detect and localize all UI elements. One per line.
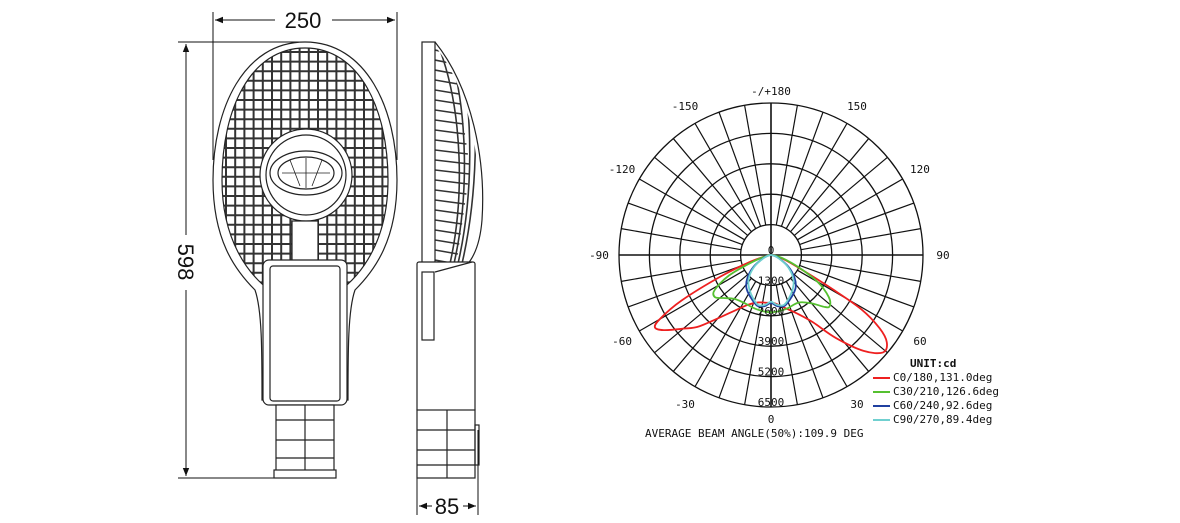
heatsink-fin [435, 239, 460, 245]
heatsink-fin [435, 79, 458, 85]
beam-angle-footer: AVERAGE BEAM ANGLE(50%):109.9 DEG [645, 427, 864, 440]
heatsink-fin [435, 249, 458, 255]
angle-spoke [797, 178, 903, 241]
depth-dimension: 85 [416, 430, 479, 519]
angle-spoke [672, 138, 752, 233]
angle-spoke [793, 156, 888, 236]
polar-grid [618, 102, 924, 408]
angle-spoke [790, 277, 870, 372]
heatsink-fin [435, 109, 463, 115]
heatsink-fin [435, 129, 466, 135]
legend-entry: C60/240,92.6deg [893, 399, 992, 412]
front-view [212, 41, 398, 479]
heatsink-fin [439, 49, 461, 273]
angle-spoke [621, 259, 742, 282]
heatsink-fin [435, 219, 463, 225]
angle-spoke [800, 259, 921, 282]
angle-spoke [621, 228, 742, 251]
angle-spoke [694, 281, 757, 387]
height-value: 598 [173, 244, 198, 281]
heatsink-fin [435, 169, 470, 175]
angle-spoke [744, 105, 767, 226]
angle-label: 0 [768, 413, 775, 426]
angle-spoke [672, 277, 752, 372]
heatsink-fin [435, 209, 464, 215]
width-dimension: 250 [212, 8, 398, 160]
heatsink-fin [435, 229, 461, 235]
angle-label: -150 [672, 100, 699, 113]
heatsink-fin [435, 89, 460, 95]
angle-spoke [790, 138, 870, 233]
angle-spoke [780, 111, 824, 227]
heatsink-fin [435, 199, 466, 205]
legend-entry: C30/210,126.6deg [893, 385, 999, 398]
radial-tick-label: 0 [768, 244, 775, 257]
angle-label: 120 [910, 163, 930, 176]
angle-spoke [785, 123, 848, 229]
angle-label: 30 [850, 398, 863, 411]
angle-label: -120 [609, 163, 636, 176]
angle-spoke [694, 123, 757, 229]
height-dimension: 598 [173, 41, 300, 479]
angle-label: -30 [675, 398, 695, 411]
angle-label: -90 [589, 249, 609, 262]
angle-spoke [627, 264, 743, 308]
intensity-curve [712, 254, 832, 314]
radial-tick-label: 2600 [758, 305, 785, 318]
intensity-curve [747, 254, 795, 307]
angle-spoke [639, 269, 745, 332]
angle-label: 150 [847, 100, 867, 113]
angle-spoke [639, 178, 745, 241]
polar-labels: -/+180 150 -150 120 -120 90 -90 60 -60 30 -30 0 0 130… [589, 85, 950, 426]
angle-label: -60 [612, 335, 632, 348]
heatsink-fin [435, 139, 467, 145]
radial-tick-label: 1300 [758, 274, 785, 287]
legend-entry: C90/270,89.4deg [893, 413, 992, 426]
polar-curves [653, 254, 888, 355]
angle-spoke [799, 264, 915, 308]
angle-spoke [785, 281, 848, 387]
heatsink-fin [435, 99, 461, 105]
heatsink-fin [435, 179, 468, 185]
legend-entry: C0/180,131.0deg [893, 371, 992, 384]
angle-spoke [793, 274, 888, 354]
angle-spoke [654, 156, 749, 236]
angle-spoke [775, 105, 798, 226]
radial-tick-label: 5200 [758, 366, 785, 379]
heatsink-fin [435, 49, 454, 55]
angle-spoke [800, 228, 921, 251]
legend: C0/180,131.0degC30/210,126.6degC60/240,9… [873, 371, 999, 426]
side-view [416, 41, 484, 479]
heatsink-fin [435, 189, 467, 195]
polar-intensity-chart: -/+180 150 -150 120 -120 90 -90 60 -60 30 -30 0 0 130… [589, 85, 999, 440]
radial-tick-label: 6500 [758, 396, 785, 409]
radial-tick-label: 3900 [758, 335, 785, 348]
angle-label: 90 [936, 249, 949, 262]
angle-label: 60 [913, 335, 926, 348]
angle-spoke [627, 202, 743, 246]
depth-value: 85 [435, 494, 459, 519]
unit-label: UNIT:cd [910, 357, 956, 370]
heatsink-fin [435, 159, 470, 165]
angle-label: -/+180 [751, 85, 791, 98]
angle-spoke [799, 202, 915, 246]
angle-spoke [654, 274, 749, 354]
width-value: 250 [285, 8, 322, 33]
heatsink-fin [435, 119, 464, 125]
heatsink-fin [435, 149, 468, 155]
angle-spoke [718, 111, 762, 227]
